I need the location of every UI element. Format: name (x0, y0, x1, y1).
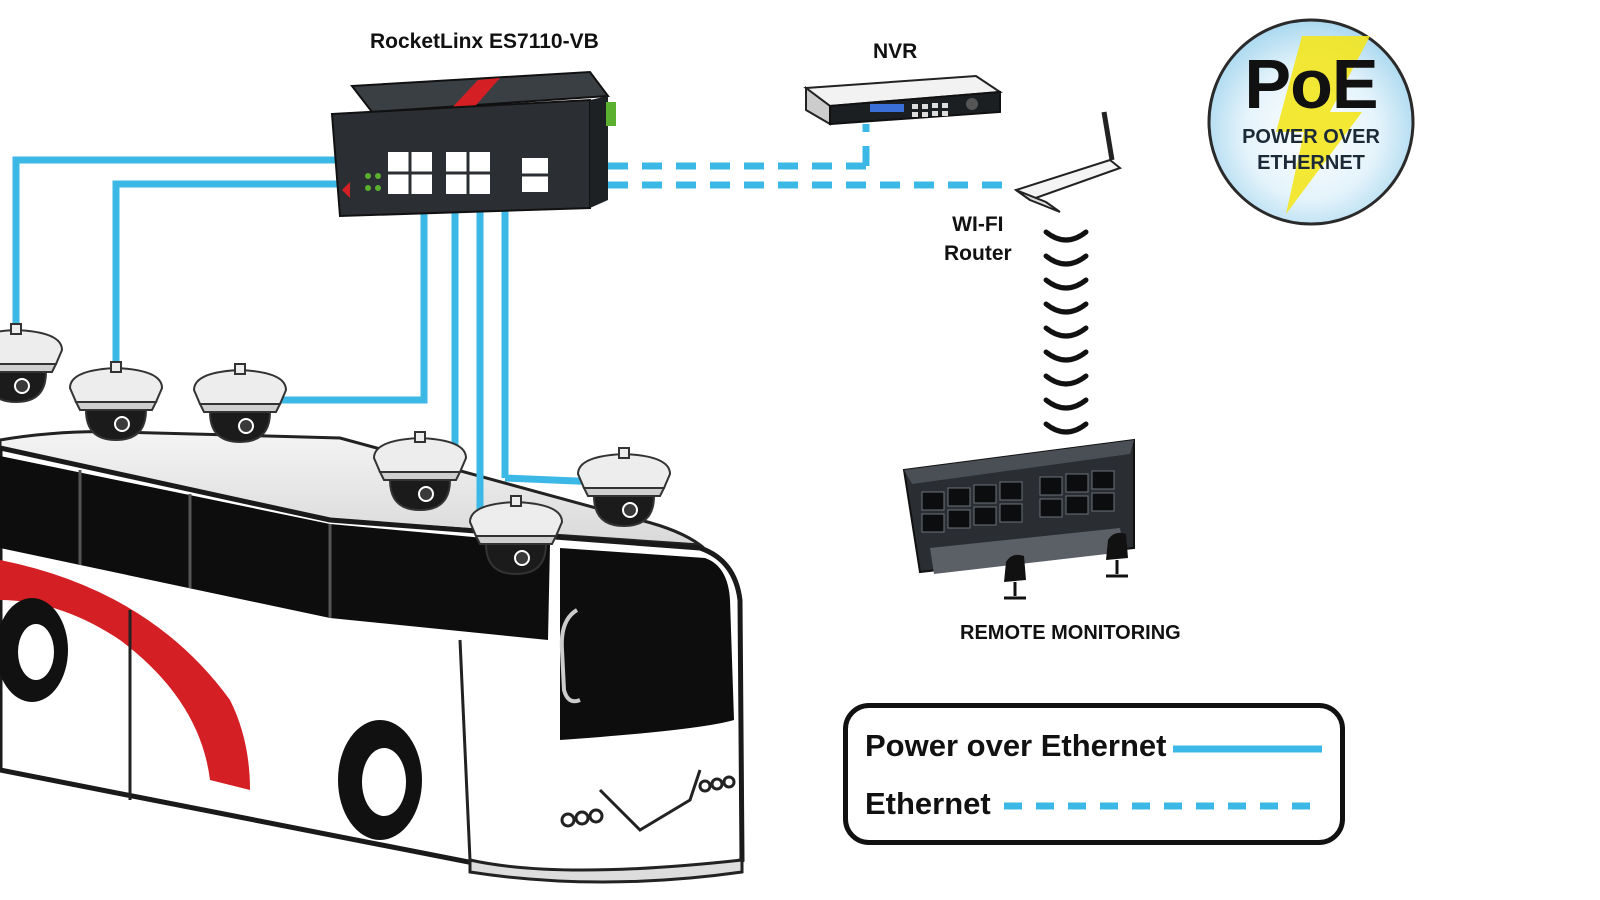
wifi-router-icon (1013, 111, 1123, 213)
router-label: WI-FI Router (944, 210, 1012, 268)
bus-icon (0, 430, 745, 884)
dome-camera-icon (193, 363, 287, 443)
poe-badge (1207, 18, 1415, 226)
legend-ethernet-label: Ethernet (865, 786, 991, 821)
poe-cable-1 (12, 156, 390, 360)
camera-2 (69, 361, 163, 441)
poe-badge-line2: ETHERNET (1257, 152, 1365, 174)
remote-monitoring-label: REMOTE MONITORING (960, 622, 1181, 644)
switch-label: RocketLinx ES7110-VB (370, 30, 599, 53)
network-switch-icon (330, 70, 616, 218)
dome-camera-icon (69, 361, 163, 441)
poe-badge-title: PoE (1244, 45, 1378, 123)
poe-badge-line1: POWER OVER (1242, 126, 1380, 148)
nvr-label: NVR (873, 40, 918, 63)
nvr-recorder-icon (803, 74, 1003, 126)
camera-3 (193, 363, 287, 443)
legend (843, 703, 1345, 845)
router-label-line2: Router (944, 242, 1012, 265)
router-label-line1: WI-FI (952, 213, 1004, 236)
poe-cable-2 (112, 180, 390, 398)
camera-1 (0, 323, 63, 403)
control-room-icon (902, 438, 1135, 600)
poe-badge-subtitle: POWER OVER ETHERNET (1211, 124, 1411, 176)
wifi-signal-icon (1043, 229, 1089, 435)
dome-camera-icon (0, 323, 63, 403)
legend-poe-label: Power over Ethernet (865, 728, 1167, 763)
poe-cable-3 (280, 184, 428, 404)
ethernet-cables (540, 124, 1005, 189)
lightning-bolt-icon (1276, 36, 1370, 214)
